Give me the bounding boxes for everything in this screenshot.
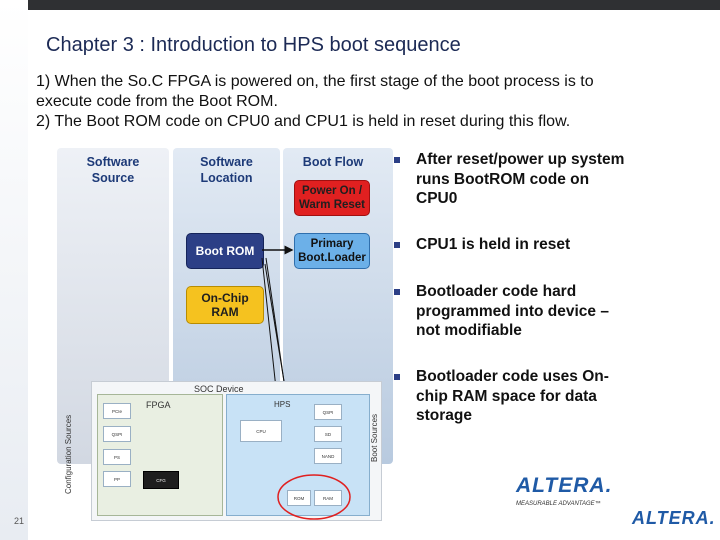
- altera-corner-logo: ALTERA.: [632, 508, 716, 528]
- top-bar: [28, 0, 720, 10]
- bullet-4-text: Bootloader code uses On-chip RAM space f…: [416, 368, 609, 424]
- hps-label: HPS: [274, 400, 291, 409]
- qspi-block: QSPI: [103, 426, 131, 442]
- boot-sources-label: Boot Sources: [370, 413, 379, 462]
- config-controller-block: CFG: [143, 471, 179, 489]
- boot-rom-box: Boot ROM: [186, 233, 264, 269]
- left-gradient: [0, 0, 28, 540]
- power-on-box: Power On / Warm Reset: [294, 180, 370, 216]
- passive-serial-block: PS: [103, 449, 131, 465]
- body-line-2: execute code from the Boot ROM.: [36, 93, 278, 110]
- nand-block: NAND: [314, 448, 342, 464]
- passive-parallel-block: PP: [103, 471, 131, 487]
- configuration-sources-label: Configuration Sources: [64, 414, 73, 494]
- soc-onchip-ram-block: RAM: [314, 490, 342, 506]
- column-header-software-location: Software Location: [200, 155, 253, 185]
- altera-logo: ALTERA.: [516, 474, 613, 497]
- mmc-sd-block: SD: [314, 426, 342, 442]
- altera-tagline: MEASURABLE ADVANTAGE™: [516, 501, 601, 507]
- column-header-boot-flow: Boot Flow: [302, 155, 364, 169]
- body-line-3: 2) The Boot ROM code on CPU0 and CPU1 is…: [36, 113, 571, 130]
- bullet-1-text: After reset/power up system runs BootROM…: [416, 151, 625, 207]
- soc-boot-rom-block: ROM: [287, 490, 311, 506]
- page-number: 21: [14, 516, 25, 526]
- column-header-software-source: Software Source: [86, 155, 140, 185]
- bullet-3-text: Bootloader code hard programmed into dev…: [416, 283, 609, 339]
- bullet-marker: [394, 374, 400, 380]
- bullet-2-text: CPU1 is held in reset: [416, 236, 571, 253]
- slide-title: Chapter 3 : Introduction to HPS boot seq…: [46, 34, 461, 56]
- body-line-1: 1) When the So.C FPGA is powered on, the…: [36, 73, 594, 90]
- slide-body: 1) When the So.C FPGA is powered on, the…: [36, 72, 676, 132]
- bullet-marker: [394, 289, 400, 295]
- pcie-block: PCIe: [103, 403, 131, 419]
- primary-bootloader-box: Primary Boot.Loader: [294, 233, 370, 269]
- qspi-boot-block: QSPI: [314, 404, 342, 420]
- cpu-block: CPU: [240, 420, 282, 442]
- bullet-marker: [394, 157, 400, 163]
- onchip-ram-box: On-Chip RAM: [186, 286, 264, 324]
- fpga-label: FPGA: [146, 400, 171, 410]
- bullet-marker: [394, 242, 400, 248]
- soc-device-title: SOC Device: [194, 384, 244, 394]
